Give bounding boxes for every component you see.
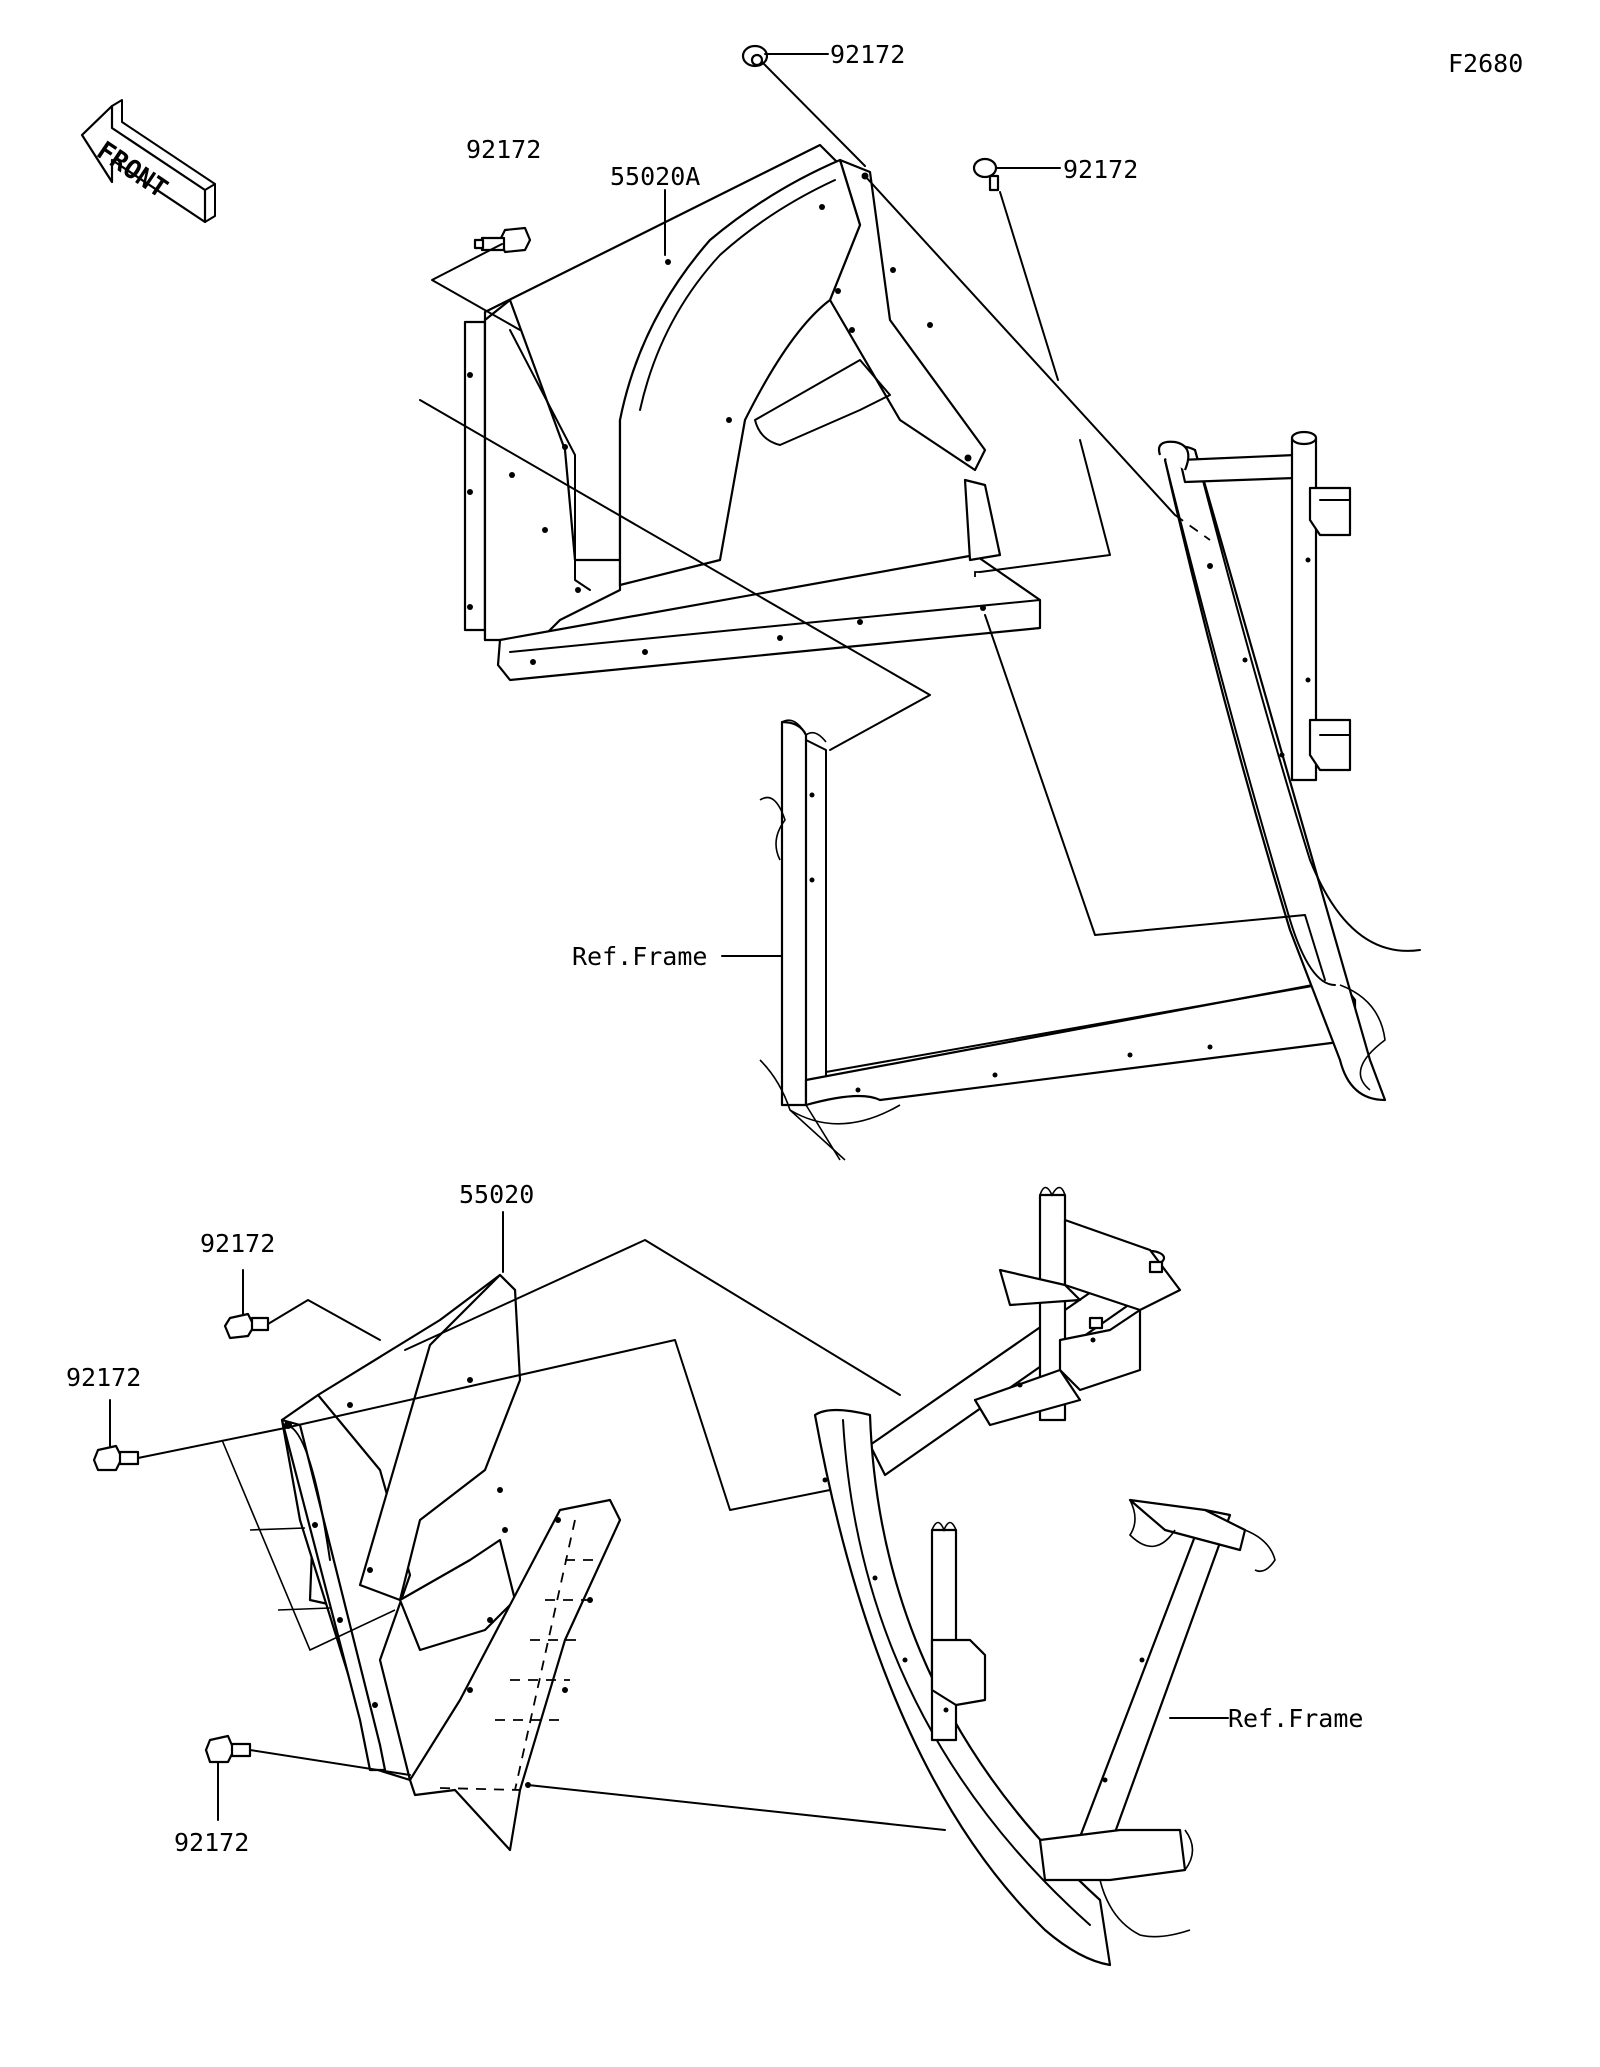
bolt-92172-top (741, 44, 769, 68)
label-panel-upper: 55020A (610, 162, 700, 191)
label-bolt-upper-left: 92172 (466, 135, 541, 164)
upper-leader-lines (419, 53, 1326, 981)
label-bolt-top-right: 92172 (1063, 155, 1138, 184)
bolt-92172-top-right (972, 157, 1000, 192)
panel-55020a (463, 143, 1042, 682)
label-bolt-lower-mid: 92172 (66, 1363, 141, 1392)
panel-55020 (280, 1273, 622, 1852)
figure-id: F2680 (1448, 49, 1523, 78)
label-bolt-lower-top: 92172 (200, 1229, 275, 1258)
bolt-92172-lower-mid (92, 1444, 140, 1472)
label-panel-lower: 55020 (459, 1180, 534, 1209)
ref-frame-upper (759, 430, 1421, 1161)
label-bolt-lower-bottom: 92172 (174, 1828, 249, 1857)
front-arrow-icon: FRONT (80, 99, 216, 224)
label-ref-frame-upper: Ref.Frame (572, 942, 707, 971)
label-bolt-top: 92172 (830, 40, 905, 69)
lower-leader-lines (109, 1211, 1229, 1831)
ref-frame-lower (813, 1186, 1276, 1967)
label-ref-frame-lower: Ref.Frame (1228, 1704, 1363, 1733)
bolt-92172-lower-top (223, 1312, 270, 1340)
bolt-92172-upper-left (473, 226, 532, 254)
bolt-92172-lower-bottom (204, 1734, 252, 1764)
